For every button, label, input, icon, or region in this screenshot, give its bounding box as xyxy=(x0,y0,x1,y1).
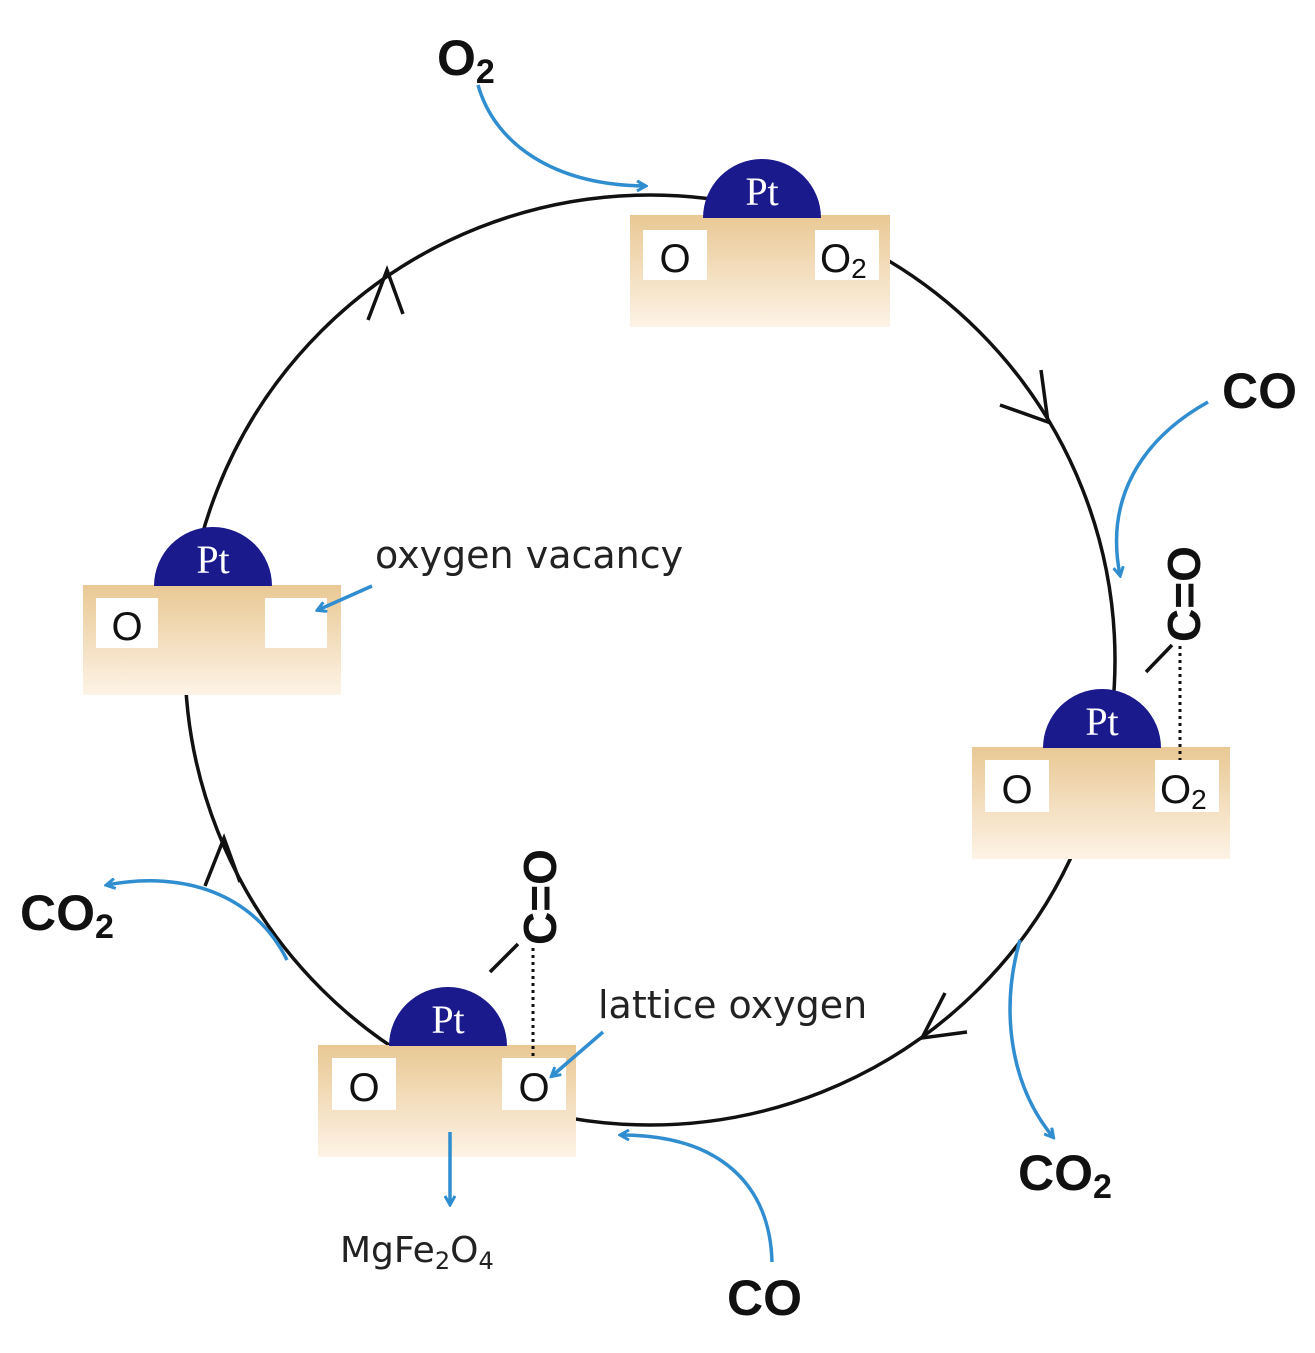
pt-label: Pt xyxy=(1085,699,1118,744)
pt-label: Pt xyxy=(196,537,229,582)
pt-carbon-bond xyxy=(1144,643,1174,674)
adsorbed-o2-site xyxy=(815,230,879,280)
pt-atom xyxy=(703,159,821,218)
oxygen-vacancy-pointer-arrow xyxy=(318,584,373,610)
lattice-oxygen-label: O xyxy=(1001,768,1032,812)
co2-product-label-right: CO2 xyxy=(1018,1145,1112,1206)
lattice-oxygen-site xyxy=(96,598,158,648)
state-top-o2-adsorbed: O O2 Pt xyxy=(630,159,890,327)
co-reactant-label-bottom: CO xyxy=(727,1270,802,1326)
lattice-oxygen-label: O xyxy=(659,237,690,281)
lattice-oxygen-pointer-arrow xyxy=(552,1030,605,1076)
o2-reactant-label: O2 xyxy=(437,30,495,91)
pt-label: Pt xyxy=(431,997,464,1042)
adsorbed-o2-label: O2 xyxy=(820,237,867,284)
cycle-direction-chevron-top-left xyxy=(366,264,405,321)
cycle-direction-chevron-left xyxy=(203,833,242,887)
adsorbed-o2-site xyxy=(1155,760,1219,812)
state-bottom-lattice-oxygen: O O Pt C=O xyxy=(318,849,576,1157)
lattice-oxygen-annotation: lattice oxygen xyxy=(598,983,867,1027)
lattice-oxygen-site xyxy=(332,1058,396,1110)
co-reactant-label-right: CO xyxy=(1222,363,1297,419)
adsorbed-o2-label: O2 xyxy=(1160,768,1207,815)
pt-atom xyxy=(154,527,272,586)
co2-desorption-arrow-left xyxy=(107,881,289,961)
oxygen-vacancy-annotation: oxygen vacancy xyxy=(375,533,683,577)
cycle-direction-chevron-right xyxy=(999,369,1051,425)
reactive-lattice-oxygen-label: O xyxy=(518,1066,549,1110)
co-bond-label: C=O xyxy=(514,849,566,945)
co-adsorption-arrow-right xyxy=(1117,400,1209,575)
pt-atom xyxy=(389,987,507,1046)
oxygen-vacancy-site xyxy=(265,598,327,648)
lattice-oxygen-label: O xyxy=(111,605,142,649)
co2-desorption-arrow-right xyxy=(1008,939,1053,1137)
cycle-direction-chevron-bottom-right xyxy=(918,992,968,1041)
lattice-oxygen-label: O xyxy=(348,1066,379,1110)
co2-product-label-left: CO2 xyxy=(20,885,114,946)
pt-atom xyxy=(1043,689,1161,748)
state-right-co-adsorbed: O O2 Pt C=O xyxy=(972,546,1230,859)
lattice-oxygen-site xyxy=(643,230,707,280)
co-bond-label: C=O xyxy=(1158,546,1210,642)
co-adsorption-arrow-bottom xyxy=(621,1135,774,1263)
o2-adsorption-arrow xyxy=(476,84,645,186)
pt-label: Pt xyxy=(745,169,778,214)
pt-carbon-bond xyxy=(488,942,520,974)
state-left-oxygen-vacancy: O Pt xyxy=(83,527,341,695)
support-material-label: MgFe2O4 xyxy=(340,1230,494,1275)
lattice-oxygen-site xyxy=(985,760,1049,812)
